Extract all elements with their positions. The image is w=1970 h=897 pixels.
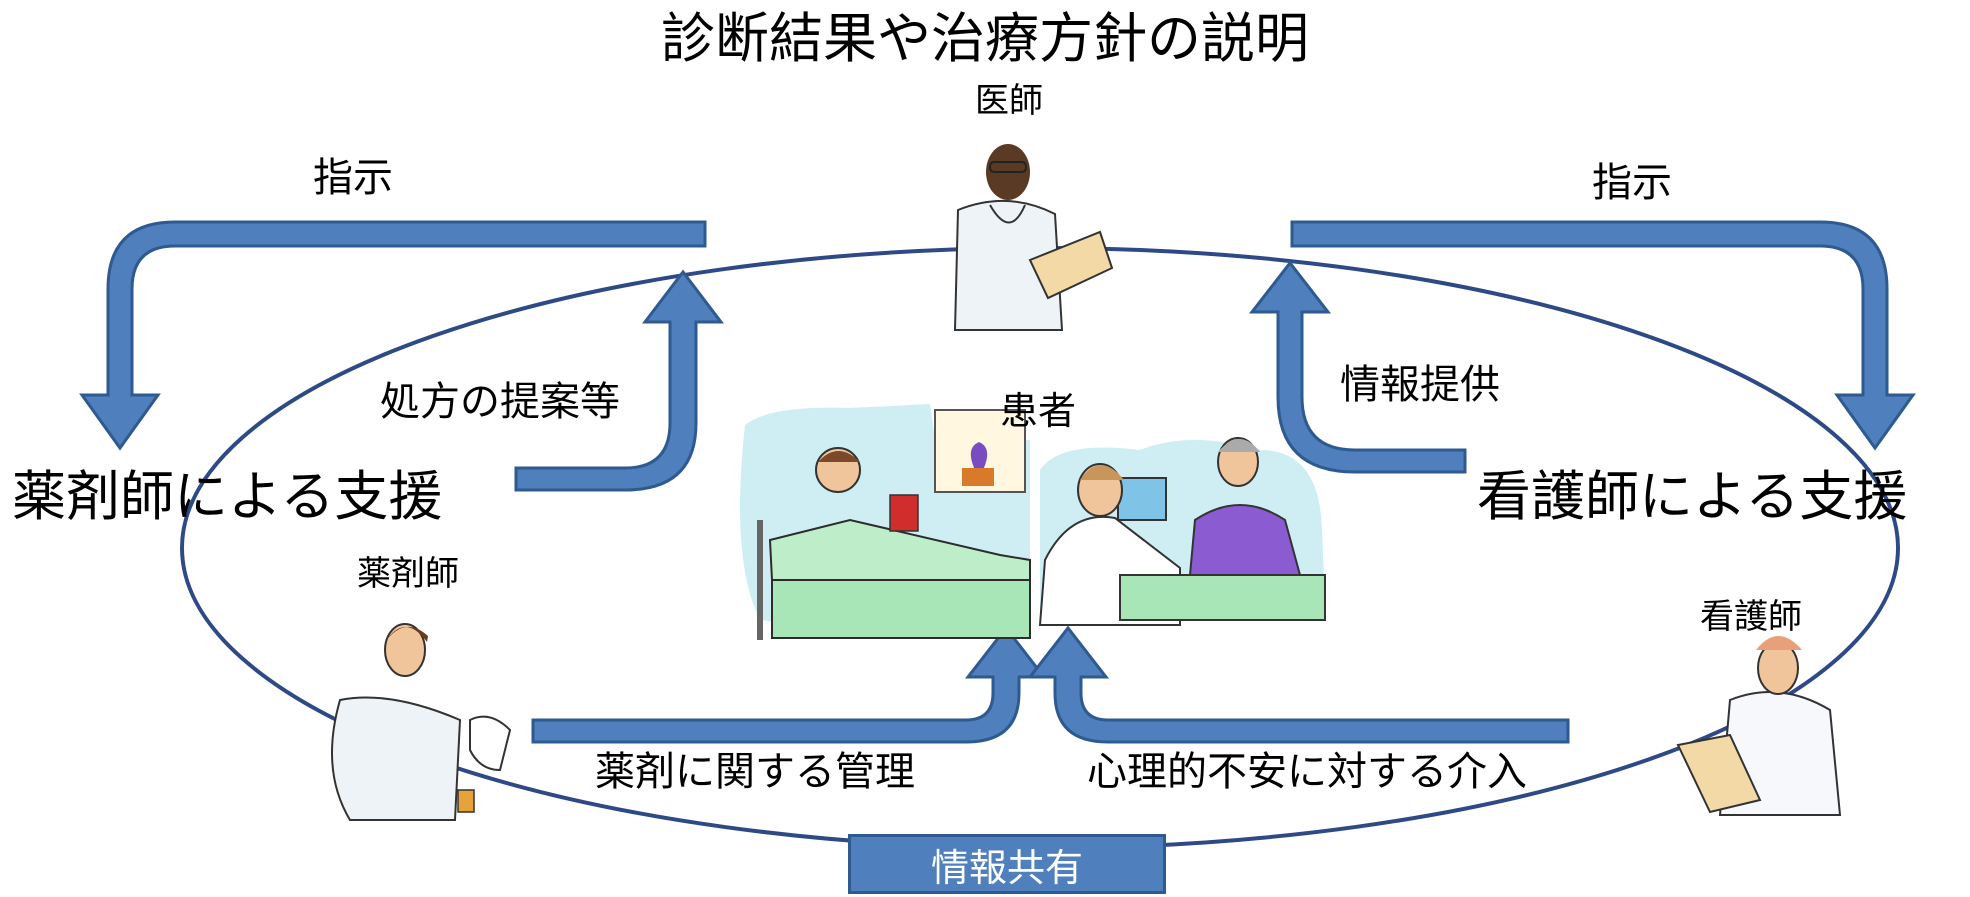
patient-bed-scene <box>740 404 1031 640</box>
consultation-scene <box>1038 437 1326 626</box>
psych-intervention-label: 心理的不安に対する介入 <box>1087 749 1527 795</box>
instruct-left-label: 指示 <box>313 155 393 201</box>
page-title: 診断結果や治療方針の説明 <box>661 7 1309 70</box>
pharmacist-figure <box>331 623 512 821</box>
psych-intervention-arrow <box>1026 625 1570 744</box>
info-provision-label: 情報提供 <box>1340 362 1500 408</box>
pharmacist-label: 薬剤師 <box>357 554 459 594</box>
doctor-figure <box>953 144 1114 331</box>
drug-management-arrow <box>531 625 1048 744</box>
instruct-right-arrow <box>1290 220 1916 451</box>
pharmacist-support-label: 薬剤師による支援 <box>12 465 443 528</box>
patient-label: 患者 <box>1000 389 1077 433</box>
drug-management-label: 薬剤に関する管理 <box>595 749 915 795</box>
instruct-right-label: 指示 <box>1592 160 1672 206</box>
info-sharing-badge: 情報共有 <box>848 834 1166 894</box>
nurse-figure <box>1676 636 1842 816</box>
doctor-label: 医師 <box>975 81 1043 121</box>
info-provision-arrow <box>1248 260 1467 474</box>
instruct-left-arrow <box>79 220 707 451</box>
nurse-support-label: 看護師による支援 <box>1477 465 1908 528</box>
proposal-label: 処方の提案等 <box>380 379 620 425</box>
nurse-label: 看護師 <box>1700 597 1802 637</box>
proposal-arrow <box>514 269 725 492</box>
